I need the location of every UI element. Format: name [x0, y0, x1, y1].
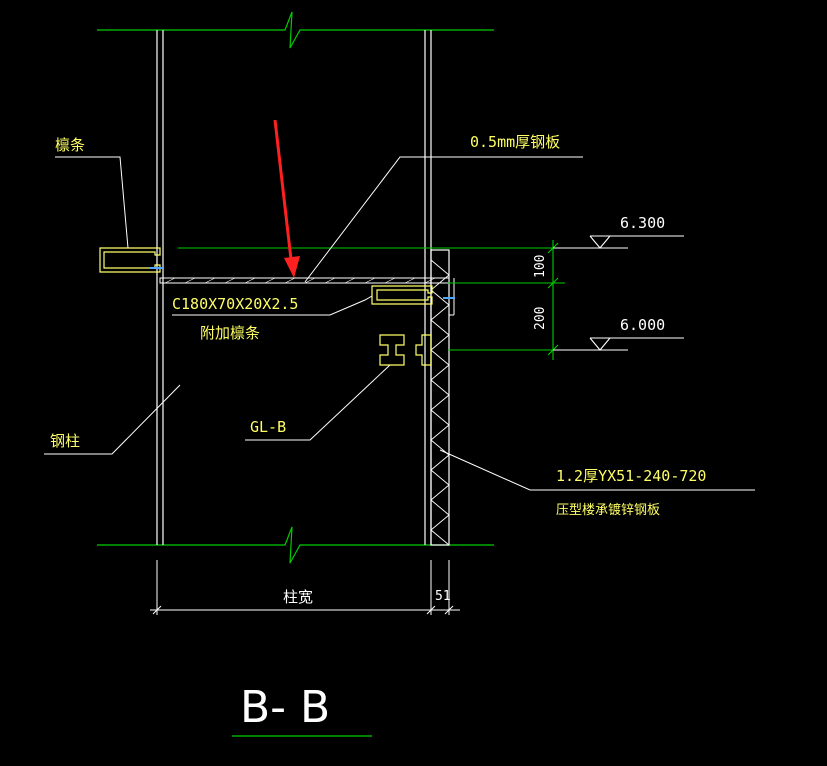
label-steel-plate: 0.5mm厚钢板	[470, 133, 560, 151]
steel-column	[156, 30, 432, 545]
label-deck-desc: 压型楼承镀锌钢板	[556, 502, 660, 518]
label-elevation-lower: 6.000	[620, 316, 665, 334]
bottom-break-line	[97, 526, 494, 564]
label-column-width: 柱宽	[283, 588, 313, 606]
label-elevation-upper: 6.300	[620, 214, 665, 232]
beam-gl-b	[379, 334, 405, 366]
label-deck-depth: 51	[435, 589, 451, 604]
pointer-arrow	[273, 119, 300, 278]
label-steel-column: 钢柱	[50, 432, 80, 450]
top-break-line	[97, 11, 494, 49]
label-purlin: 檩条	[55, 136, 85, 154]
elevation-lines	[178, 240, 565, 360]
additional-purlin	[371, 285, 433, 305]
label-beam: GL-B	[250, 418, 286, 436]
label-additional-purlin: 附加檩条	[200, 324, 260, 342]
left-purlin	[99, 247, 161, 273]
label-purlin-section: C180X70X20X2.5	[172, 295, 298, 313]
label-dim-100: 100	[533, 255, 548, 278]
section-title: B- B	[240, 682, 330, 733]
floor-deck	[430, 249, 450, 546]
elevation-marks	[553, 235, 684, 351]
label-deck-spec: 1.2厚YX51-240-720	[556, 467, 706, 485]
column-width-dimension	[150, 560, 460, 615]
label-dim-200: 200	[533, 307, 548, 330]
leader-lines	[44, 156, 755, 491]
